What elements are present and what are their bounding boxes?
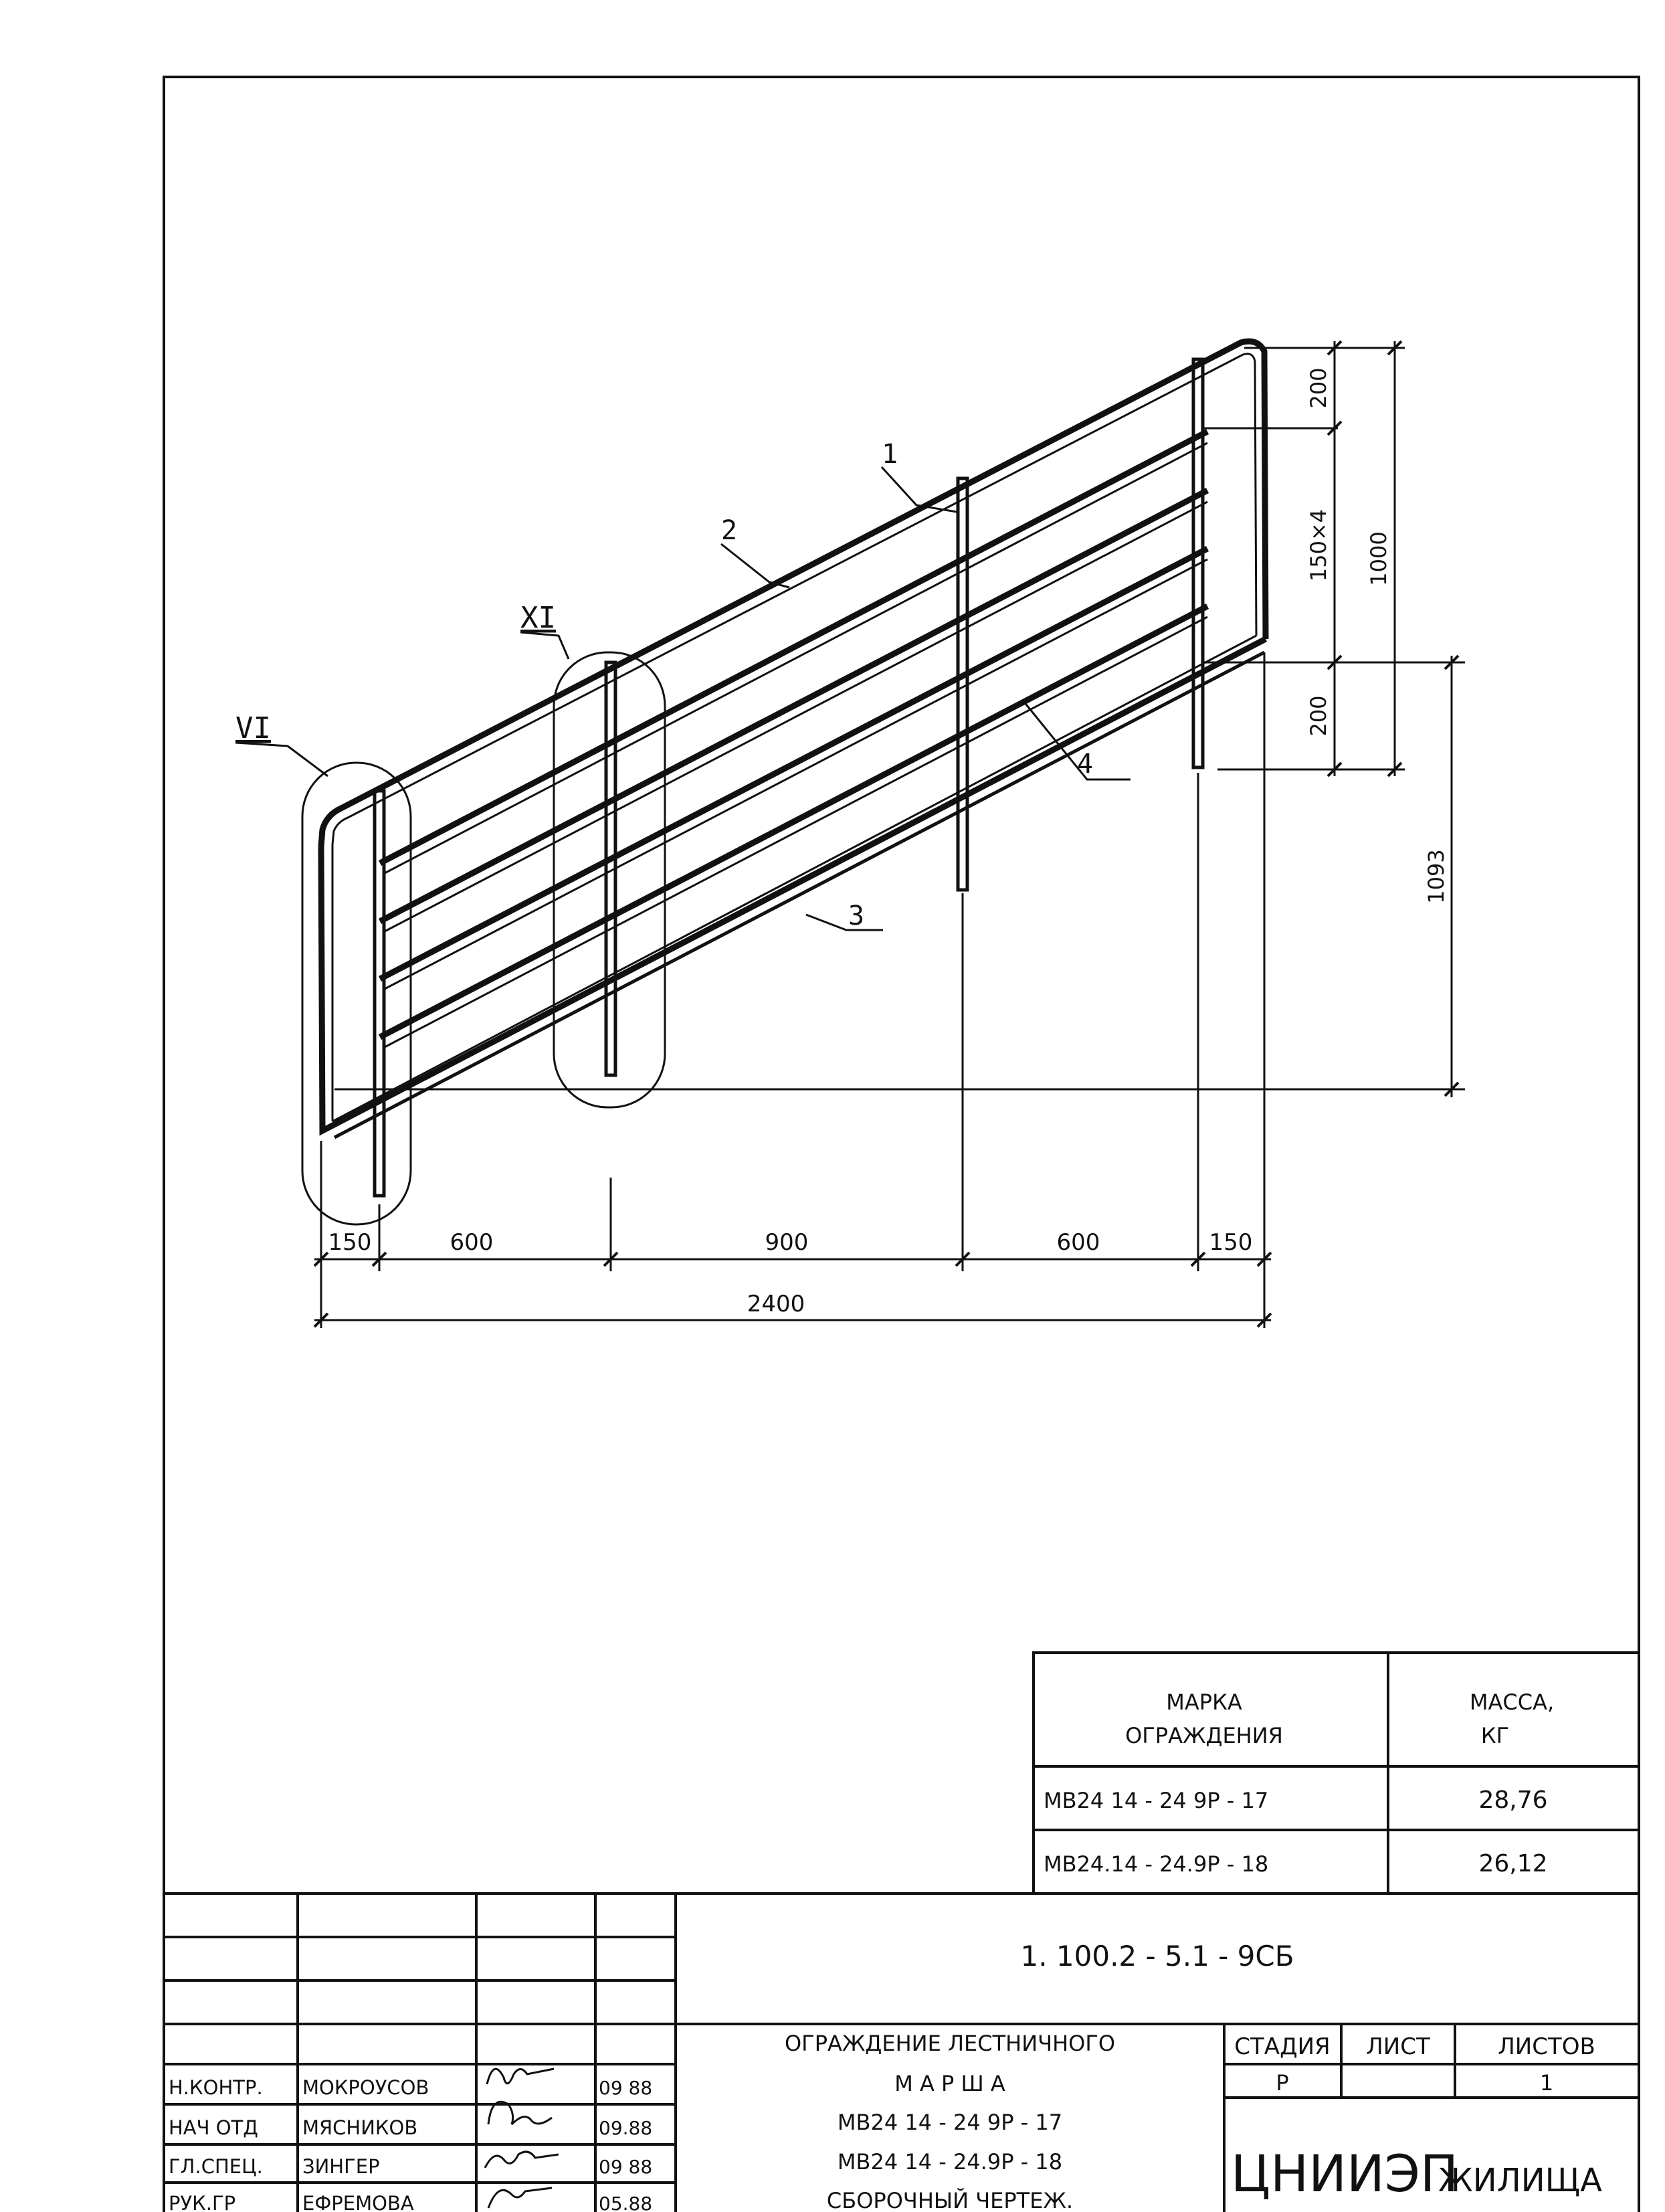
stage-header: СТАДИЯ xyxy=(1234,2033,1330,2060)
callout-view-vi: VI xyxy=(235,711,271,745)
railing-drawing: 1 2 3 4 XI VI 150 xyxy=(235,338,1465,1328)
dim-right-200-top: 200 xyxy=(1306,367,1331,408)
signature-3 xyxy=(484,2150,559,2169)
document-code: 1. 100.2 - 5.1 - 9СБ xyxy=(1020,1940,1294,1972)
vertical-posts xyxy=(373,357,1205,1198)
sheet-header: ЛИСТ xyxy=(1366,2033,1430,2060)
sheets-header: ЛИСТОВ xyxy=(1498,2033,1595,2060)
title-line-5: СБОРОЧНЫЙ ЧЕРТЕЖ. xyxy=(827,2188,1073,2212)
spec-header-mark-1: МАРКА xyxy=(1166,1689,1242,1715)
right-dimensions xyxy=(334,340,1465,1097)
post-1 xyxy=(373,789,386,1198)
spec-header-mark-2: ОГРАЖДЕНИЯ xyxy=(1125,1723,1283,1748)
sign-name-1: МОКРОУСОВ xyxy=(302,2076,429,2099)
title-line-4: МВ24 14 - 24.9Р - 18 xyxy=(838,2149,1062,2175)
sign-name-3: ЗИНГЕР xyxy=(302,2155,380,2178)
sign-role-4: РУК.ГР xyxy=(169,2192,235,2212)
handwritten-signatures xyxy=(484,2067,559,2209)
spec-header-mass-2: КГ xyxy=(1481,1723,1509,1748)
callout-view-xi: XI xyxy=(520,601,556,635)
sign-date-1: 09 88 xyxy=(599,2077,652,2099)
spec-row-2-mark: МВ24.14 - 24.9Р - 18 xyxy=(1044,1851,1268,1877)
callout-leaders xyxy=(235,466,1131,931)
sheet-frame xyxy=(163,76,1640,2212)
dim-bottom-150-left: 150 xyxy=(328,1229,372,1256)
callout-pos-3: 3 xyxy=(848,901,864,931)
dim-bottom-600-right: 600 xyxy=(1057,1229,1100,1256)
dim-right-200-bottom: 200 xyxy=(1306,695,1331,736)
dim-bottom-900: 900 xyxy=(765,1229,809,1256)
bottom-dimensions xyxy=(313,652,1272,1328)
detail-xi-outline xyxy=(553,651,666,1109)
stage-value: Р xyxy=(1276,2070,1288,2096)
callout-pos-4: 4 xyxy=(1077,749,1093,779)
spec-row-1-mark: МВ24 14 - 24 9Р - 17 xyxy=(1044,1788,1268,1813)
sign-name-4: ЕФРЕМОВА xyxy=(302,2192,414,2212)
handrail-inner-line xyxy=(331,353,1258,845)
sign-date-3: 09 88 xyxy=(599,2156,652,2178)
sign-role-2: НАЧ ОТД xyxy=(169,2116,258,2139)
dim-right-150x4: 150×4 xyxy=(1306,509,1331,581)
sign-role-1: Н.КОНТР. xyxy=(169,2076,263,2099)
signature-1 xyxy=(486,2067,555,2085)
callout-pos-2: 2 xyxy=(721,515,737,546)
sign-date-2: 09.88 xyxy=(599,2117,652,2139)
post-2 xyxy=(604,660,617,1077)
title-line-2: М А Р Ш А xyxy=(894,2071,1005,2096)
dim-total-2400: 2400 xyxy=(747,1291,805,1317)
dim-right-1093: 1093 xyxy=(1424,849,1449,903)
sign-date-4: 05.88 xyxy=(599,2193,652,2212)
post-3 xyxy=(956,476,969,892)
title-block xyxy=(164,1892,1639,2212)
callout-pos-1: 1 xyxy=(882,439,898,470)
title-line-3: МВ24 14 - 24 9Р - 17 xyxy=(838,2110,1062,2135)
dim-bottom-600-left: 600 xyxy=(450,1229,494,1256)
bottom-stringer-inner xyxy=(332,634,1257,1123)
handrail-top-bar xyxy=(318,338,1269,847)
organization-name: ЦНИИЭП xyxy=(1231,2144,1458,2203)
spec-header-mass-1: МАССА, xyxy=(1470,1689,1554,1715)
stringer-lower-line xyxy=(333,650,1266,1139)
spec-row-1-mass: 28,76 xyxy=(1478,1786,1547,1814)
dim-right-1000: 1000 xyxy=(1366,531,1391,585)
intermediate-rails xyxy=(378,429,1209,1048)
signature-2 xyxy=(487,2100,553,2126)
post-4 xyxy=(1191,357,1205,769)
sheets-value: 1 xyxy=(1540,2070,1553,2096)
spec-row-2-mass: 26,12 xyxy=(1478,1850,1547,1877)
sign-name-2: МЯСНИКОВ xyxy=(302,2116,417,2139)
organization-sub: ЖИЛИЩА xyxy=(1438,2162,1602,2199)
title-line-1: ОГРАЖДЕНИЕ ЛЕСТНИЧНОГО xyxy=(785,2031,1115,2056)
detail-vi-outline xyxy=(301,761,412,1226)
bottom-stringer-bar xyxy=(318,636,1268,1136)
dim-bottom-150-right: 150 xyxy=(1209,1229,1253,1256)
sign-role-3: ГЛ.СПЕЦ. xyxy=(169,2155,263,2178)
signature-4 xyxy=(487,2187,553,2209)
